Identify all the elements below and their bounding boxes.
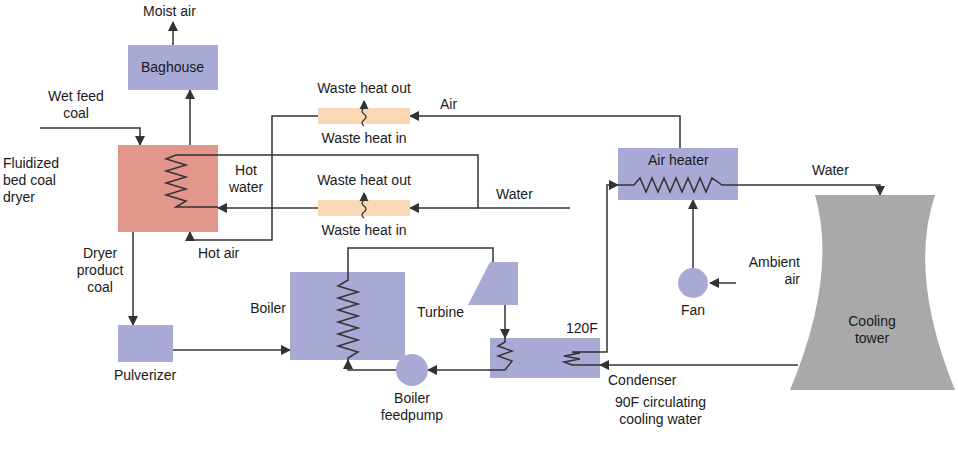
flow-connector (504, 305, 506, 338)
flow-connector (692, 200, 694, 268)
node-text: Fan (653, 302, 733, 319)
water-inlet-line (478, 207, 570, 209)
node-text: Baghouse (141, 59, 204, 76)
node-figure (118, 145, 218, 232)
waste-heat-arrow (362, 193, 366, 218)
node-figure (678, 268, 708, 298)
node-text: Fluidized bed coal dryer (3, 155, 81, 206)
feed-coal-arrow (40, 128, 140, 145)
node-figure (790, 195, 955, 390)
flow-connector (428, 369, 490, 371)
condenser-box: Condenser (490, 338, 600, 378)
flow-connector (218, 207, 318, 209)
node-figure (290, 272, 405, 360)
node-text: Waste heat out (302, 80, 426, 97)
boiler-box: Boiler (290, 272, 405, 360)
node-figure (318, 200, 410, 216)
pump-circle: Boiler feedpump (396, 354, 428, 386)
waste-heat-arrow (362, 101, 366, 126)
flow-label: Dryer product coal (72, 245, 128, 296)
flow-connector (189, 90, 191, 145)
heat-exchanger: Waste heat outWaste heat in (318, 108, 410, 124)
coal-dryer-box: Fluidized bed coal dryer (118, 145, 218, 232)
fan-circle-outline (678, 268, 708, 298)
turbine-shape: Turbine (468, 262, 518, 305)
flow-connector (738, 185, 880, 195)
node-text: Boiler (236, 300, 286, 317)
node-text: Waste heat in (302, 222, 426, 239)
flow-connector (132, 232, 134, 325)
flow-connector (348, 360, 396, 370)
heating-coil (166, 155, 218, 207)
fan-circle: Fan (678, 268, 708, 298)
baghouse-box: Baghouse (128, 45, 218, 90)
turbine-outline (468, 262, 518, 305)
node-figure (468, 262, 518, 305)
cooling-tower: Cooling tower (790, 195, 955, 390)
flow-label: Moist air (143, 3, 196, 20)
pump-circle-outline (396, 354, 428, 386)
node-text: Waste heat in (302, 130, 426, 147)
condenser-coil (490, 338, 512, 370)
cooling-tower-outline (790, 195, 955, 390)
node-text: Waste heat out (302, 172, 426, 189)
heat-exchanger: Waste heat outWaste heat in (318, 200, 410, 216)
flow-connector (600, 364, 798, 366)
flow-label: Hot water (224, 162, 268, 196)
flow-label: Water (496, 186, 533, 203)
node-figure (118, 325, 173, 362)
flow-connector (410, 116, 680, 148)
pulverizer-box: Pulverizer (118, 325, 173, 362)
moist-air-arrow (172, 22, 174, 45)
node-text: Turbine (406, 304, 464, 321)
node-text: Air heater (648, 152, 709, 169)
flow-label: Wet feed coal (38, 88, 114, 122)
air-heater-box: Air heater (618, 148, 738, 200)
flow-connector (600, 185, 618, 352)
node-text: Cooling tower (837, 313, 907, 347)
node-text: Condenser (608, 372, 688, 389)
flow-label: 90F circulating cooling water (598, 394, 723, 428)
node-figure (318, 108, 410, 124)
node-text: Boiler feedpump (372, 390, 452, 424)
node-figure (396, 354, 428, 386)
flow-label: Water (812, 162, 849, 179)
boiler-coil (338, 272, 358, 360)
flow-connector (173, 349, 290, 351)
flow-label: 120F (566, 320, 598, 337)
flow-connector (348, 248, 493, 272)
node-text: Pulverizer (100, 367, 190, 384)
air-heater-coil (618, 178, 738, 192)
flow-label: Air (440, 96, 457, 113)
flow-label: Ambient air (736, 254, 800, 288)
node-figure (490, 338, 600, 378)
flow-label: Hot air (198, 245, 239, 262)
condenser-coil (564, 352, 600, 365)
